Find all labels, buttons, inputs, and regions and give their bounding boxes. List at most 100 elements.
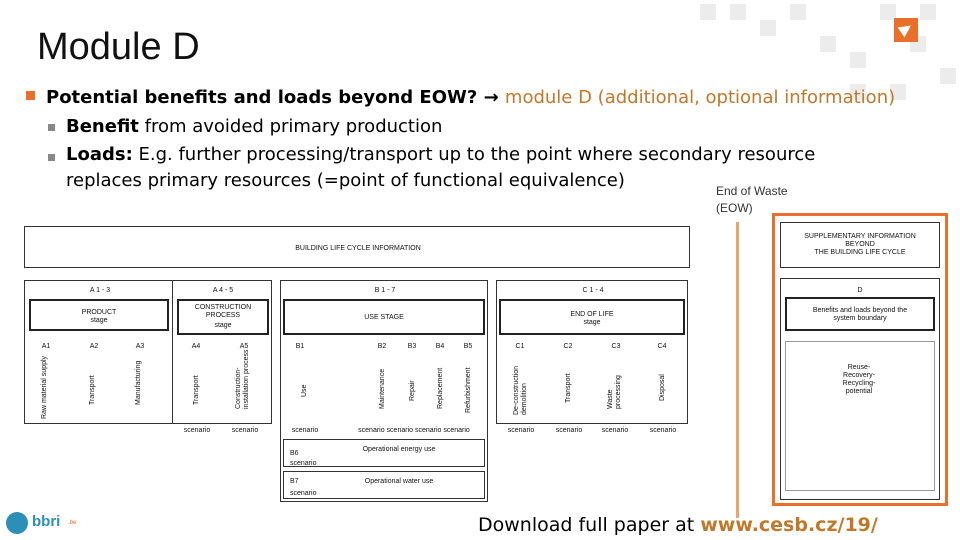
footer-prefix: Download full paper at (478, 514, 701, 536)
module-label-c3: Waste processing (607, 375, 622, 409)
bullet-main-bold: Potential benefits and loads beyond EOW?… (46, 87, 505, 108)
b6-code: B6 (290, 450, 299, 457)
sub-bullet-benefit: Benefit from avoided primary production (26, 112, 946, 142)
decorative-squares (690, 0, 960, 110)
eol-line2: stage (583, 319, 601, 326)
supp-benefits-box: Benefits and loads beyond the system bou… (785, 297, 935, 331)
sub-bullet-loads-bold: Loads: (66, 144, 133, 165)
supp-d-box: D Benefits and loads beyond the system b… (780, 278, 940, 500)
supp-header-line2: BEYOND (845, 241, 875, 248)
end-of-life-stage-box: C 1 - 4 END OF LIFE stage C1 C2 C3 C4 De… (496, 280, 688, 434)
supp-header-line3: THE BUILDING LIFE CYCLE (814, 249, 906, 256)
module-code-c2: C2 (563, 343, 573, 350)
product-stage-title: PRODUCT stage (29, 299, 169, 331)
scenario-b6: scenario (290, 460, 317, 467)
module-code-a5: A5 (239, 343, 249, 350)
sub-bullet-benefit-text: from avoided primary production (138, 116, 443, 137)
b7-code: B7 (290, 478, 299, 485)
construction-stage-title: CONSTRUCTION PROCESS stage (177, 299, 269, 335)
module-code-a1: A1 (41, 343, 51, 350)
eow-label: End of Waste (EOW) (716, 183, 788, 217)
construction-stage-box: A 4 - 5 CONSTRUCTION PROCESS stage A4 A5… (172, 280, 272, 434)
module-d-highlight-frame (772, 213, 948, 506)
scenario-b1: scenario (291, 427, 319, 434)
module-label-b3: Repair (409, 380, 416, 401)
group-a13: A 1 - 3 (89, 287, 111, 294)
group-b17: B 1 - 7 (374, 287, 396, 294)
module-label-b5: Refurbishment (465, 367, 472, 413)
module-label-a5: Construction-installation process (235, 349, 250, 409)
bbri-logo-suffix: .be (68, 520, 77, 526)
supp-d-code: D (857, 287, 863, 294)
module-label-c4: Disposal (659, 374, 666, 401)
scenario-c1: scenario (507, 427, 535, 434)
scenario-c2: scenario (555, 427, 583, 434)
module-code-c3: C3 (611, 343, 621, 350)
construction-line2: PROCESS (205, 312, 241, 319)
module-label-a3: Manufacturing (135, 360, 142, 405)
bullet-list: Potential benefits and loads beyond EOW?… (26, 84, 946, 194)
use-stage-title: USE STAGE (283, 299, 485, 335)
module-code-b3: B3 (407, 343, 417, 350)
diagram-header: BUILDING LIFE CYCLE INFORMATION (295, 245, 421, 252)
module-code-b2: B2 (377, 343, 387, 350)
eow-label-line1: End of Waste (716, 184, 788, 198)
construction-line3: stage (214, 322, 232, 329)
use-stage-label: USE STAGE (364, 314, 404, 321)
module-label-c2: Transport (565, 373, 572, 403)
module-label-a2: Transport (89, 375, 96, 405)
scenario-a4: scenario (183, 427, 211, 434)
module-label-a4: Transport (193, 375, 200, 405)
supp-benefits-line1: Benefits and loads beyond the (812, 307, 908, 314)
module-label-b1: Use (301, 384, 308, 397)
scenario-a5: scenario (231, 427, 259, 434)
module-code-c4: C4 (657, 343, 667, 350)
module-code-b1: B1 (295, 343, 305, 350)
module-label-a1: Raw material supply (41, 355, 48, 419)
module-label-b4: Replacement (437, 367, 444, 409)
b7-box: B7 Operational water use scenario (283, 471, 485, 499)
footer-link[interactable]: www.cesb.cz/19/ (700, 514, 878, 536)
module-code-b5: B5 (463, 343, 473, 350)
logo-arrow-icon (894, 18, 918, 42)
sub-bullet-loads: Loads: E.g. further processing/transport… (26, 142, 946, 194)
supp-benefits-line2: system boundary (833, 315, 887, 322)
use-stage-box: B 1 - 7 USE STAGE B1 B2 B3 B4 B5 Use Mai… (280, 280, 488, 502)
supp-header-line1: SUPPLEMENTARY INFORMATION (804, 233, 916, 240)
module-code-b4: B4 (435, 343, 445, 350)
sub-bullet-marker-icon (48, 124, 55, 131)
supp-recovery: Recovery- (843, 372, 875, 379)
eol-line1: END OF LIFE (570, 311, 614, 318)
supp-header-box: SUPPLEMENTARY INFORMATION BEYOND THE BUI… (780, 222, 940, 268)
group-a45: A 4 - 5 (212, 287, 234, 294)
product-stage-box: A 1 - 3 PRODUCT stage A1 A2 A3 Raw mater… (24, 280, 174, 424)
supp-potential: potential (845, 388, 873, 395)
eol-stage-title: END OF LIFE stage (499, 299, 685, 335)
bullet-main-orange: module D (additional, optional informati… (504, 87, 896, 108)
supp-recycling: Recycling- (842, 380, 876, 387)
scenario-b2-b5: scenario scenario scenario scenario (358, 427, 470, 434)
bbri-logo-text: bbri (32, 513, 61, 530)
supp-reuse: Reuse- (847, 364, 871, 371)
scenario-c3: scenario (601, 427, 629, 434)
bbri-logo: bbri .be (6, 510, 86, 536)
bullet-main: Potential benefits and loads beyond EOW?… (26, 84, 946, 112)
diagram-header-box: BUILDING LIFE CYCLE INFORMATION (24, 226, 690, 268)
sub-bullet-benefit-bold: Benefit (66, 116, 139, 137)
eow-boundary-line (736, 222, 739, 518)
module-label-c1: De-construction demolition (513, 365, 528, 415)
life-cycle-diagram: BUILDING LIFE CYCLE INFORMATION A 1 - 3 … (24, 224, 744, 504)
module-code-a4: A4 (191, 343, 201, 350)
group-c14: C 1 - 4 (582, 287, 604, 294)
supplementary-info-diagram: SUPPLEMENTARY INFORMATION BEYOND THE BUI… (780, 222, 940, 500)
bullet-marker-icon (26, 91, 35, 100)
bbri-logo-icon (6, 512, 28, 534)
module-label-b2: Maintenance (379, 368, 386, 409)
sub-bullet-marker-icon (48, 154, 55, 161)
scenario-b7: scenario (290, 490, 317, 497)
construction-line1: CONSTRUCTION (194, 304, 252, 311)
eow-label-line2: (EOW) (716, 201, 753, 215)
b6-label: Operational energy use (362, 446, 436, 453)
sub-bullet-loads-line2: replaces primary resources (=point of fu… (66, 170, 625, 191)
b6-box: B6 Operational energy use scenario (283, 439, 485, 467)
